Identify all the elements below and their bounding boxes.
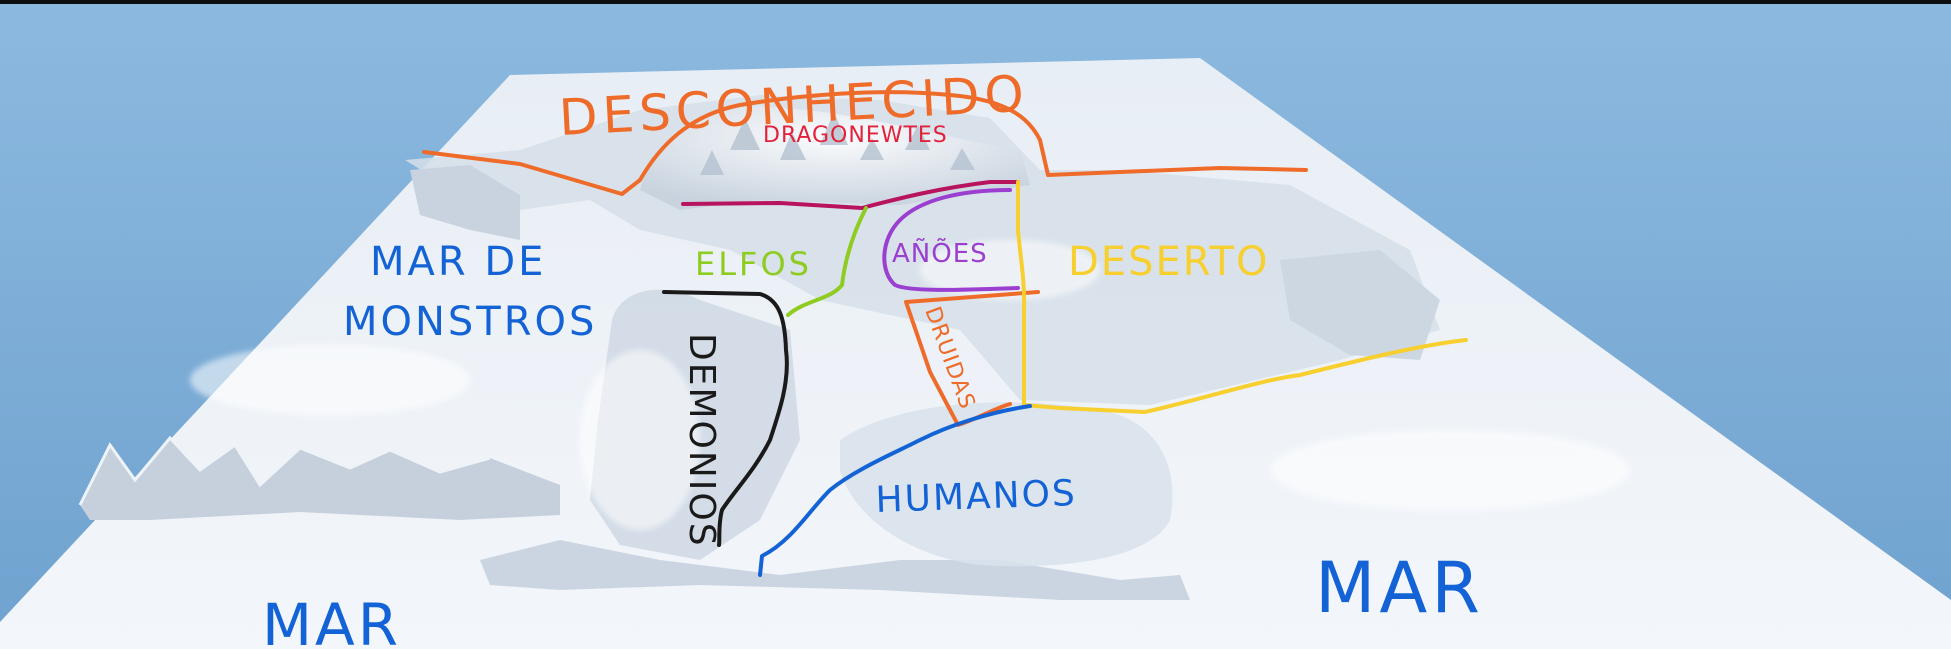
label-mar-right: MAR: [1315, 547, 1484, 629]
label-mar-de-monstros-line1: MAR DE: [370, 239, 546, 285]
label-elfos: ELFOS: [695, 245, 812, 283]
boundary-dwarves-purple: [882, 188, 1020, 292]
boundary-unknown-orange: [422, 90, 1308, 196]
label-dragonewtes: DRAGONEWTES: [763, 123, 948, 148]
label-demonios: DEMONIOS: [681, 333, 722, 548]
boundary-demons-black: [662, 290, 789, 547]
boundary-desert-yellow: [1016, 180, 1468, 414]
label-mar-de-monstros-line2: MONSTROS: [343, 299, 597, 345]
terrain-relief: [78, 95, 1630, 600]
boundary-elves-green: [786, 206, 868, 317]
label-anoes: AÑÕES: [892, 237, 988, 269]
top-frame-border: [0, 0, 1951, 4]
label-mar-left: MAR: [262, 591, 401, 649]
label-deserto: DESERTO: [1068, 239, 1270, 285]
label-humanos: HUMANOS: [875, 473, 1078, 521]
boundary-dragonewtes-magenta: [681, 180, 1020, 210]
boundary-humans-blue: [758, 404, 1032, 577]
